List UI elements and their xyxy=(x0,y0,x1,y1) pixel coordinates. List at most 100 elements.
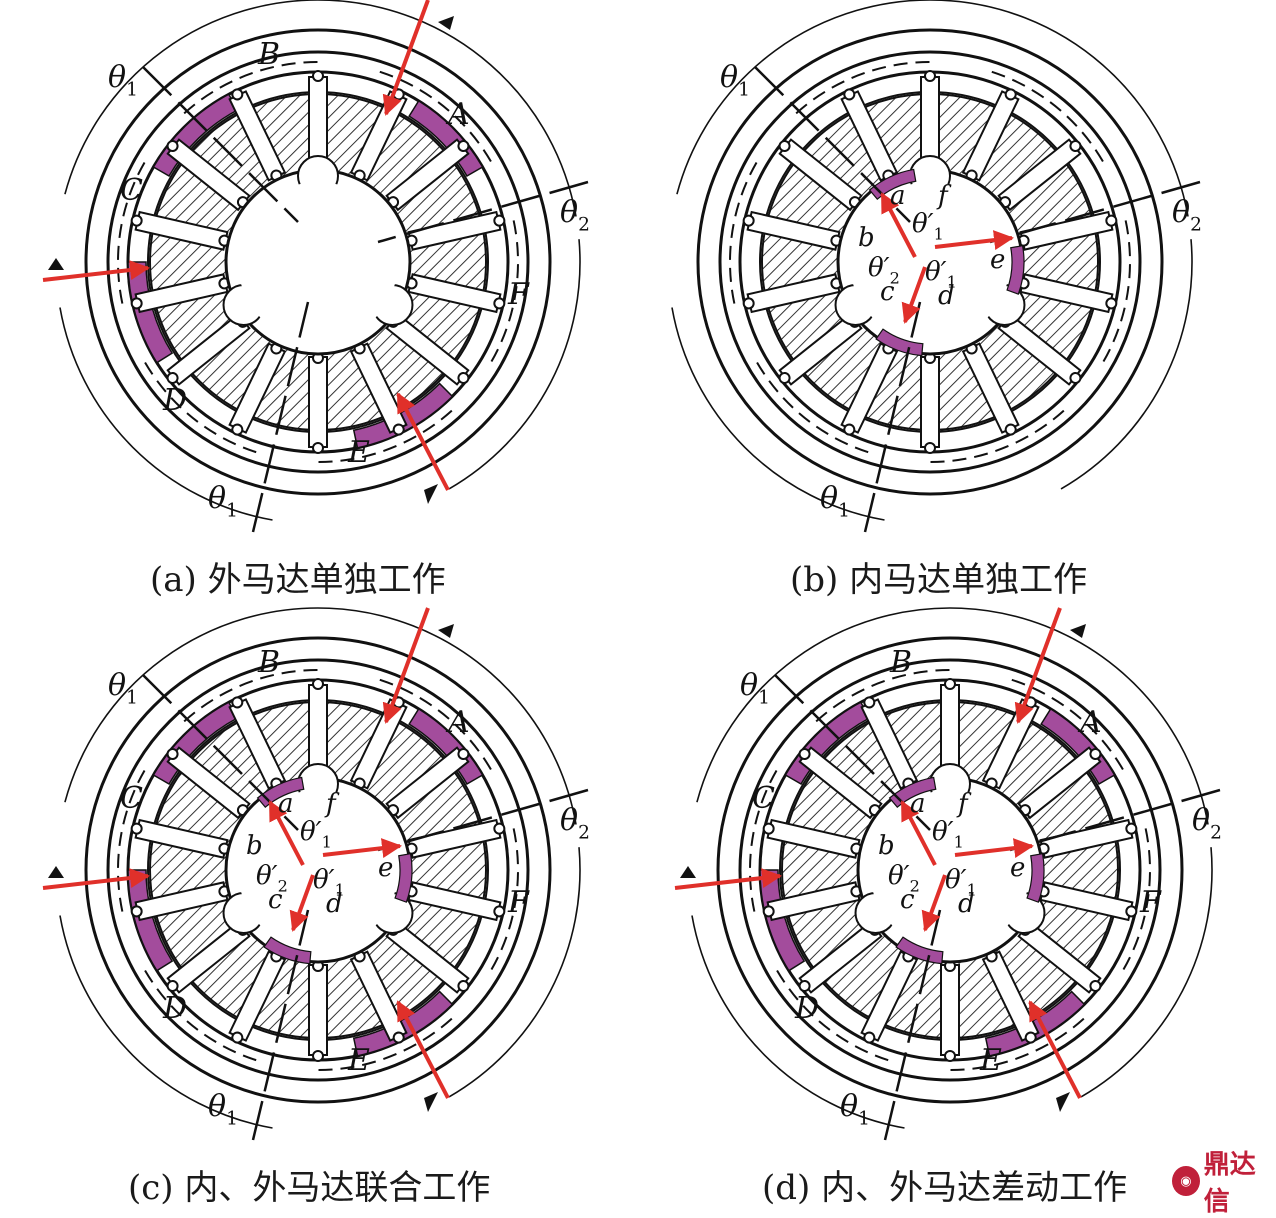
outer-port-label-D: D xyxy=(162,991,187,1026)
theta-outer-1-top: θ1 xyxy=(720,60,750,100)
theta-arc-right xyxy=(448,239,581,490)
outer-casing xyxy=(716,636,1184,1104)
inner-bore-fill xyxy=(850,182,1010,342)
inner-bore-fill xyxy=(870,790,1030,950)
plunger-roller-outer xyxy=(130,905,143,918)
cam-lobe xyxy=(117,155,150,304)
dimension-arrowhead xyxy=(424,1092,438,1112)
outer-flow-arrow-e xyxy=(1028,1000,1082,1099)
theta-arc-bottom xyxy=(691,915,905,1129)
outer-port-label-F: F xyxy=(507,277,530,312)
theta-outer-1-bottom: θ1 xyxy=(840,1089,870,1129)
dimension-arrowhead xyxy=(438,16,454,30)
plunger xyxy=(130,818,231,859)
plunger-roller-outer xyxy=(944,1050,956,1062)
cam-lobe xyxy=(140,355,257,454)
plunger xyxy=(981,950,1040,1044)
outer-port-label-B: B xyxy=(257,645,280,680)
plunger-roller-outer xyxy=(231,1031,244,1044)
outer-casing xyxy=(84,28,552,496)
inner-port-label-d: d xyxy=(326,889,343,919)
outer-port-label-E: E xyxy=(347,1043,370,1078)
theta-outer-2: θ2 xyxy=(1172,195,1202,235)
plunger-rod xyxy=(308,356,328,448)
outer-port-label-F: F xyxy=(507,885,530,920)
plunger xyxy=(1037,818,1138,859)
plunger-roller-outer xyxy=(493,822,506,835)
plunger-roller-outer xyxy=(944,678,956,690)
plunger-roller-outer xyxy=(1069,140,1082,153)
cam-lobe xyxy=(1118,828,1151,977)
outer-flow-arrow-a xyxy=(1014,607,1062,724)
plunger xyxy=(997,138,1082,212)
outer-casing xyxy=(84,636,552,1104)
plunger-roller-outer xyxy=(166,748,179,761)
plunger-roller-outer xyxy=(762,822,775,835)
inner-oil-port xyxy=(1026,852,1045,903)
theta-arc-right xyxy=(448,847,581,1098)
stator-ring xyxy=(106,658,530,1082)
watermark-text: 鼎达信 xyxy=(1203,1150,1256,1217)
inner-port-label-c: c xyxy=(900,885,915,915)
plunger xyxy=(349,342,408,436)
plunger-roller-outer xyxy=(1004,88,1017,101)
outer-port-label-F: F xyxy=(1139,885,1162,920)
theta-arc-bottom xyxy=(59,307,273,521)
outer-port-label-C: C xyxy=(120,781,143,816)
plunger-roller-outer xyxy=(457,748,470,761)
division-line-2 xyxy=(1009,788,1221,852)
plunger xyxy=(405,818,506,859)
inner-port-label-a: a xyxy=(910,789,926,819)
caption-b: (b) 内马达单独工作 xyxy=(790,560,1088,600)
theta-arc-top xyxy=(676,0,1189,217)
outer-flow-arrow-e xyxy=(396,392,450,491)
theta-arc-top xyxy=(696,607,1209,825)
division-line-3 xyxy=(251,909,310,1141)
plunger xyxy=(762,818,863,859)
theta-outer-1-top: θ1 xyxy=(740,668,770,708)
inner-port-label-e: e xyxy=(378,853,393,883)
theta-arc-top xyxy=(64,0,577,217)
outer-port-label-C: C xyxy=(752,781,775,816)
dimension-arrowhead xyxy=(48,258,64,270)
outer-flow-arrow-c xyxy=(42,260,150,282)
plunger-roller-outer xyxy=(312,678,324,690)
plunger xyxy=(228,696,287,790)
outer-flow-arrow-c xyxy=(674,868,782,890)
outer-port-label-D: D xyxy=(162,383,187,418)
cam-lobe xyxy=(922,409,1065,463)
inner-port-label-b: b xyxy=(878,831,895,861)
plunger-roller-outer xyxy=(924,442,936,454)
division-line-2 xyxy=(989,180,1201,244)
plunger-roller-outer xyxy=(863,1031,876,1044)
inner-flow-arrow-c xyxy=(921,874,947,932)
cam-lobe xyxy=(486,828,519,977)
inner-port-label-a: a xyxy=(890,181,906,211)
plunger-roller-outer xyxy=(742,297,755,310)
plunger-roller-outer xyxy=(798,748,811,761)
inner-port-label-b: b xyxy=(246,831,263,861)
plunger-roller-outer xyxy=(843,88,856,101)
caption-a: (a) 外马达单独工作 xyxy=(150,560,446,600)
cam-lobe xyxy=(379,70,496,169)
plunger-roller-outer xyxy=(843,423,856,436)
outer-port-label-A: A xyxy=(1077,705,1102,740)
outer-port-label-A: A xyxy=(445,705,470,740)
inner-oil-port xyxy=(1006,244,1025,295)
theta-outer-1-bottom: θ1 xyxy=(820,481,850,521)
plunger-roller-outer xyxy=(231,696,244,709)
theta-outer-2: θ2 xyxy=(560,803,590,843)
cam-lobe xyxy=(310,409,453,463)
inner-flow-arrow-e xyxy=(954,838,1034,859)
plunger-roller-outer xyxy=(457,371,470,384)
dimension-arrowhead xyxy=(1070,624,1086,638)
dimension-arrowhead xyxy=(424,484,438,504)
plunger-roller-outer xyxy=(1125,905,1138,918)
cam-lobe xyxy=(486,220,519,369)
plunger xyxy=(228,950,287,1044)
division-line-3 xyxy=(863,301,922,533)
plunger xyxy=(228,88,287,182)
plunger xyxy=(308,960,328,1062)
